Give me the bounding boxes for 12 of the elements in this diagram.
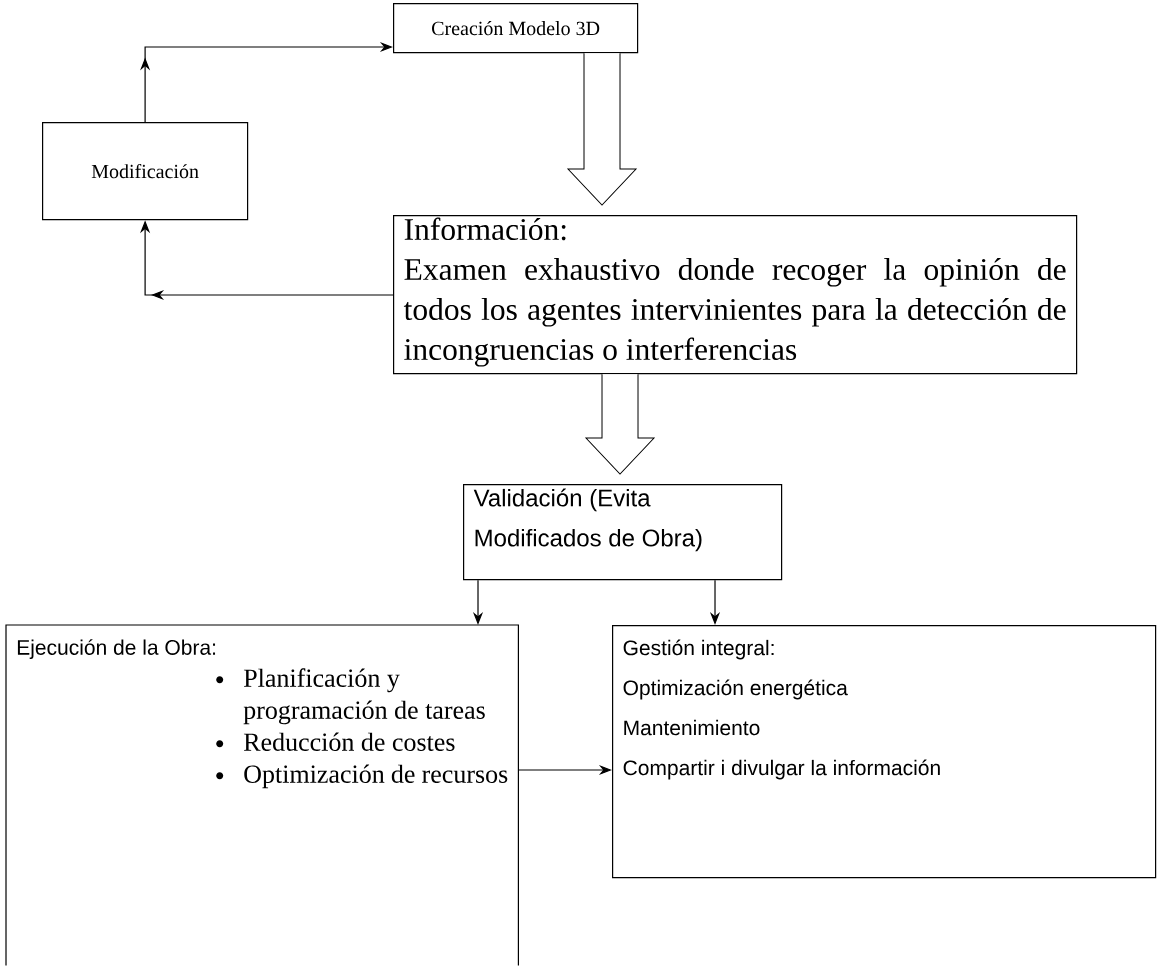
process-box: Información: Examen exhaustivo donde recoger la opinión de todos los agentes intervinientes para la detección de incongruencias o interferencias <box>393 215 1078 375</box>
block-arrow <box>567 52 637 206</box>
process-box: Validación (Evita Modificados de Obra) <box>463 484 783 581</box>
node-label: Reducción de costes <box>243 732 455 751</box>
process-box: Ejecución de la Obra: Planificación y programación de tareas Reducción de costes Optimización de recursos <box>5 624 519 966</box>
block-arrow <box>585 373 655 475</box>
node-label: Planificación y programación de tareas <box>243 668 485 725</box>
node-label: Ejecución de la Obra: <box>17 639 216 660</box>
process-box: Modificación <box>42 122 249 221</box>
process-box: Creación Modelo 3D <box>393 3 639 54</box>
node-label: Optimización de recursos <box>244 764 508 789</box>
process-box: Gestión integral: Optimización energética Mantenimiento Compartir i divulgar la información <box>612 625 1157 879</box>
